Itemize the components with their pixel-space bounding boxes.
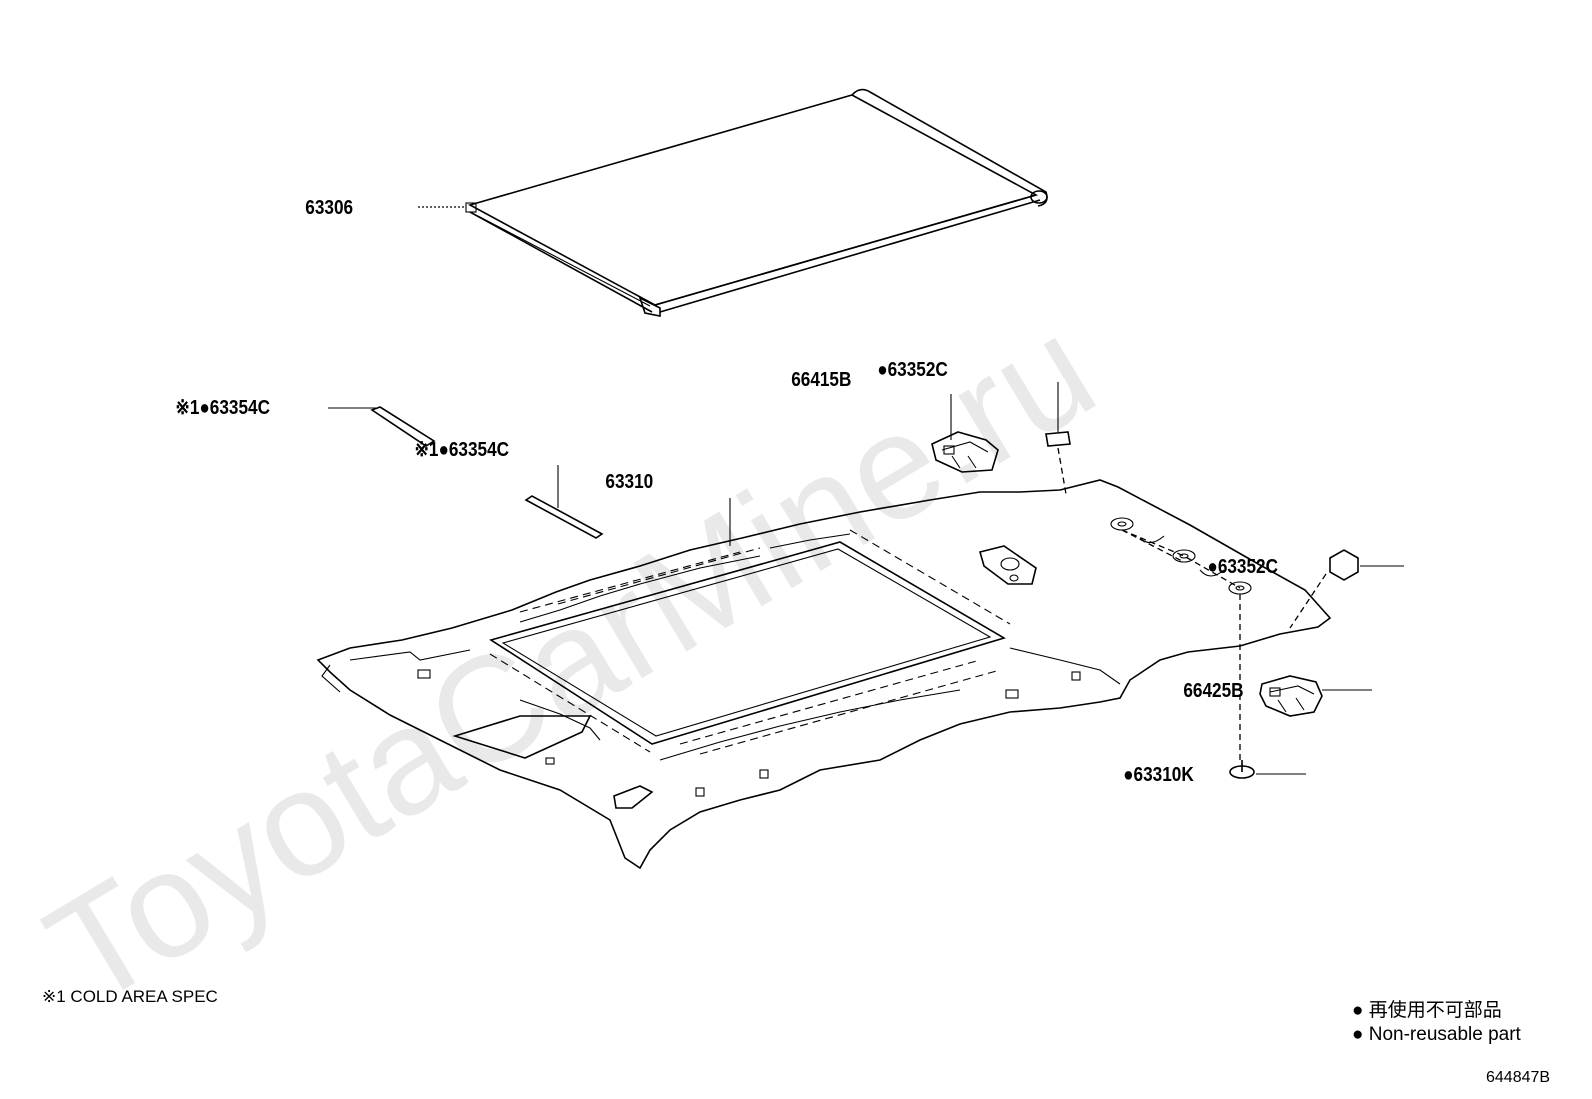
legend-jp: ● 再使用不可部品: [1352, 999, 1502, 1021]
clip-66425b-drawing: [1259, 675, 1323, 717]
dash-63352c-top: [1057, 447, 1067, 495]
label-63352c-right: ●63352C: [1207, 555, 1278, 578]
label-63352c-top: ●63352C: [877, 358, 948, 381]
pad-63352c-top: [1045, 431, 1071, 447]
screw-63310k-drawing: [1121, 529, 1255, 779]
pad-63352c-right: [1329, 549, 1359, 581]
clip-66415b-drawing: [931, 431, 999, 473]
label-63310k: ●63310K: [1123, 763, 1194, 786]
legend-en: ● Non-reusable part: [1352, 1024, 1522, 1045]
figure-code: 644847B: [1486, 1069, 1550, 1086]
label-66425b: 66425B: [1183, 679, 1243, 702]
label-63310: 63310: [605, 470, 653, 493]
label-pad-b: ※1●63354C: [415, 438, 510, 461]
label-pad-a: ※1●63354C: [175, 396, 270, 419]
pad-63354c-upper: [370, 406, 436, 447]
dash-63352c-right: [1289, 573, 1327, 629]
pad-63354c-lower: [524, 495, 604, 539]
sunshade-drawing: [465, 88, 1048, 317]
cold-area-note: ※1 COLD AREA SPEC: [42, 987, 218, 1006]
label-63306: 63306: [305, 196, 353, 219]
label-66415b: 66415B: [791, 368, 851, 391]
